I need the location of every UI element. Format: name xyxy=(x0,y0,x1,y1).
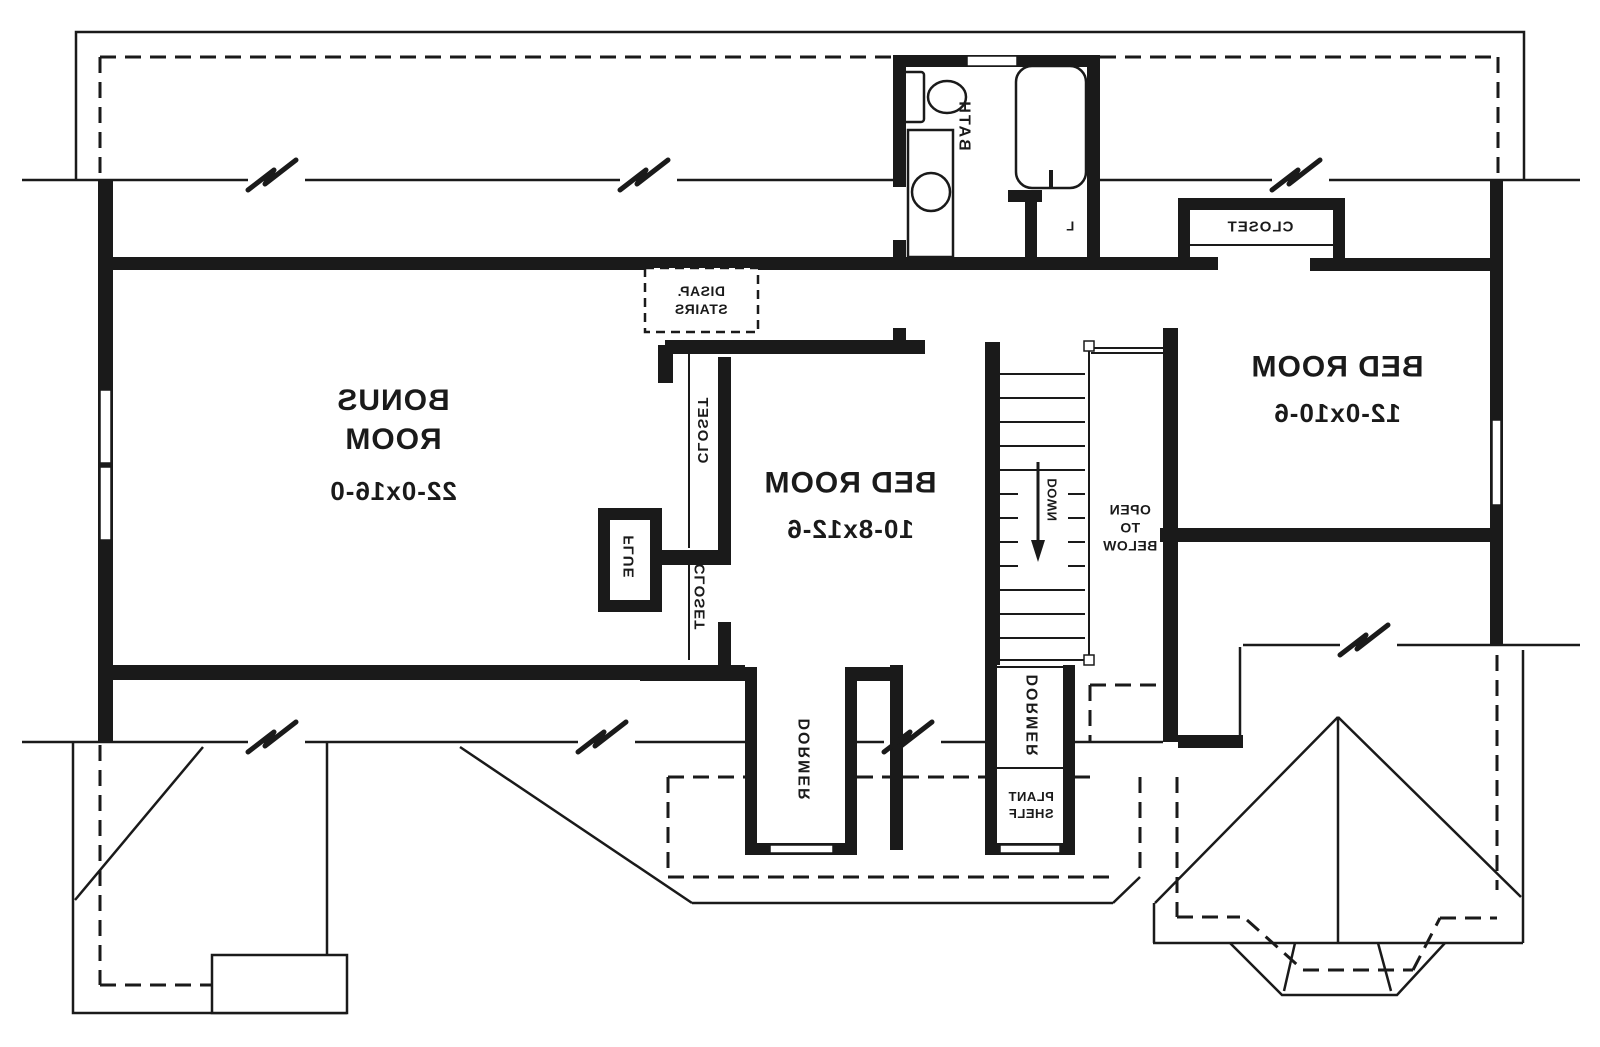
bath-fixtures xyxy=(896,64,1088,259)
label-bonus-room: BONUS ROOM xyxy=(336,384,450,456)
label-closet-lower: CLOSET xyxy=(691,563,709,631)
label-linen-closet: L xyxy=(1065,218,1075,234)
sink-vanity-icon xyxy=(906,128,955,259)
label-bonus-room-dim: 22-0x16-0 xyxy=(329,476,457,507)
break-mark-icon xyxy=(245,157,1391,755)
label-bed-room-2-dim: 12-0x10-6 xyxy=(1273,398,1401,429)
label-bed-room-1-dim: 10-8x12-6 xyxy=(786,514,914,545)
label-closet-bedroom2: CLOSET xyxy=(1226,218,1294,236)
walls xyxy=(98,55,1503,855)
down-arrow-icon xyxy=(1031,462,1045,562)
label-dormer-left: DORMER xyxy=(796,718,814,802)
label-bath: BATH xyxy=(955,99,973,151)
stairs-icon xyxy=(1000,345,1090,663)
disappearing-stairs-box xyxy=(643,266,760,334)
toilet-icon xyxy=(896,70,968,124)
label-dormer-right: DORMER xyxy=(1024,674,1042,758)
chimney-icon xyxy=(210,953,349,1015)
label-plant-shelf: PLANT SHELF xyxy=(1008,789,1054,821)
label-disappearing-stairs: DISAP. STAIRS xyxy=(674,282,728,317)
flue-box xyxy=(610,520,650,600)
label-bed-room-1: BED ROOM xyxy=(763,466,937,500)
label-flue: FLUE xyxy=(620,535,638,579)
label-bed-room-2: BED ROOM xyxy=(1250,350,1424,384)
window-icon xyxy=(99,55,1502,854)
interior-lines xyxy=(688,244,1333,769)
label-down: DOWN xyxy=(1044,478,1060,522)
stair-newels xyxy=(1083,340,1095,666)
bathtub-icon xyxy=(1014,64,1088,190)
dashed-eave-lines xyxy=(98,55,1500,987)
label-closet-upper: CLOSET xyxy=(693,396,711,464)
label-open-to-below: OPEN TO BELOW xyxy=(1102,501,1158,555)
